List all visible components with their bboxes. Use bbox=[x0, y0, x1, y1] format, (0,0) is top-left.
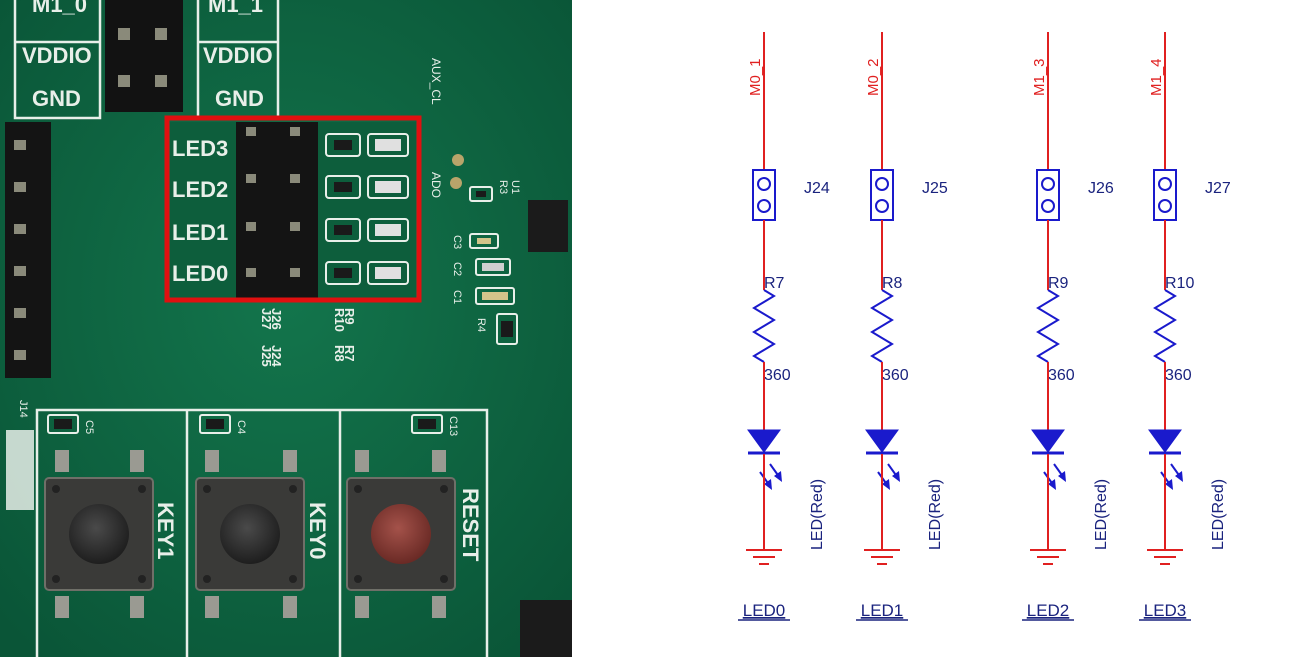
r3-label: R3 bbox=[497, 180, 509, 194]
net-label: M1_3 bbox=[1031, 58, 1048, 96]
r4-label: R4 bbox=[475, 318, 487, 332]
led-net-label: LED0 bbox=[743, 601, 786, 620]
ref-r9: R9 bbox=[342, 308, 357, 325]
led1-silk: LED1 bbox=[172, 220, 228, 245]
key1-button[interactable]: C5 KEY1 bbox=[44, 414, 178, 618]
led-type-label: LED(Red) bbox=[927, 479, 944, 550]
led-net-label: LED3 bbox=[1144, 601, 1187, 620]
resistor-icon bbox=[1036, 289, 1060, 363]
led2-silk: LED2 bbox=[172, 177, 228, 202]
gnd-label-right: GND bbox=[215, 86, 264, 111]
resistor-icon bbox=[870, 289, 894, 363]
smd-row-1 bbox=[325, 218, 409, 242]
c5-label: C5 bbox=[83, 420, 95, 434]
pcb-photo-svg: M1_0 VDDIO GND M1_1 VDDIO GND J14 LED3 L… bbox=[0, 0, 572, 662]
c2-label: C2 bbox=[451, 262, 463, 276]
resistor-value: 360 bbox=[764, 367, 791, 384]
tactile-button-icon bbox=[220, 504, 280, 564]
net-label: M0_2 bbox=[865, 58, 882, 96]
c13-label: C13 bbox=[447, 416, 459, 436]
led-net-label: LED1 bbox=[861, 601, 904, 620]
smd-row-3 bbox=[325, 133, 409, 157]
resistor-label: R7 bbox=[764, 275, 785, 292]
pcb-photo: M1_0 VDDIO GND M1_1 VDDIO GND J14 LED3 L… bbox=[0, 0, 572, 662]
tactile-button-icon bbox=[69, 504, 129, 564]
resistor-label: R10 bbox=[1165, 275, 1194, 292]
led-diode-icon bbox=[865, 429, 900, 490]
jumper-label: J25 bbox=[922, 180, 948, 197]
u1-label: U1 bbox=[509, 180, 521, 194]
smd-row-2 bbox=[325, 175, 409, 199]
gnd-label-left: GND bbox=[32, 86, 81, 111]
ground-icon bbox=[864, 549, 900, 565]
key1-label: KEY1 bbox=[153, 502, 178, 559]
ref-r7: R7 bbox=[342, 345, 357, 362]
ref-j27: J27 bbox=[259, 308, 274, 330]
key0-button[interactable]: C4 KEY0 bbox=[195, 414, 330, 618]
ground-icon bbox=[746, 549, 782, 565]
resistor-label: R9 bbox=[1048, 275, 1069, 292]
led-diode-icon bbox=[747, 429, 782, 490]
c3-label: C3 bbox=[451, 235, 463, 249]
vddio-label-left: VDDIO bbox=[22, 43, 92, 68]
reset-label: RESET bbox=[458, 488, 483, 562]
ref-r10: R10 bbox=[332, 308, 347, 332]
vddio-label-right: VDDIO bbox=[203, 43, 273, 68]
ref-j24: J24 bbox=[269, 345, 284, 367]
top-silk-text: M1_0 VDDIO GND M1_1 VDDIO GND bbox=[22, 0, 273, 111]
jumper-label: J24 bbox=[804, 180, 830, 197]
ado-label: ADO bbox=[429, 172, 443, 198]
top-pin-header bbox=[105, 0, 183, 112]
jumper-label: J27 bbox=[1205, 180, 1231, 197]
ground-icon bbox=[1030, 549, 1066, 565]
resistor-value: 360 bbox=[882, 367, 909, 384]
button-silk-frames bbox=[35, 408, 489, 662]
led-type-label: LED(Red) bbox=[1093, 479, 1110, 550]
ref-j26: J26 bbox=[269, 308, 284, 330]
led3-silk: LED3 bbox=[172, 136, 228, 161]
c4-label: C4 bbox=[235, 420, 247, 434]
jumper-label: J26 bbox=[1088, 180, 1114, 197]
ground-icon bbox=[1147, 549, 1183, 565]
led0-silk: LED0 bbox=[172, 261, 228, 286]
key0-label: KEY0 bbox=[305, 502, 330, 559]
resistor-value: 360 bbox=[1048, 367, 1075, 384]
bottom-right-component bbox=[520, 600, 572, 657]
resistor-label: R8 bbox=[882, 275, 903, 292]
m1-0-label: M1_0 bbox=[32, 0, 87, 17]
smd-row-0 bbox=[325, 261, 409, 285]
c1-label: C1 bbox=[451, 290, 463, 304]
m1-1-label: M1_1 bbox=[208, 0, 263, 17]
ref-labels: J27 J26 J25 J24 R10 R9 R8 R7 bbox=[259, 308, 357, 367]
reset-button[interactable]: C13 RESET bbox=[346, 414, 483, 618]
ref-j25: J25 bbox=[259, 345, 274, 367]
right-side-parts: AUX_CL ADO R3 U1 C3 C2 C1 R4 bbox=[429, 58, 568, 345]
j14-label: J14 bbox=[17, 400, 29, 418]
led-silk-labels: LED3 LED2 LED1 LED0 bbox=[172, 136, 228, 286]
tactile-button-icon bbox=[371, 504, 431, 564]
resistor-value: 360 bbox=[1165, 367, 1192, 384]
led-type-label: LED(Red) bbox=[809, 479, 826, 550]
ic-chip bbox=[528, 200, 568, 252]
net-label: M1_4 bbox=[1148, 58, 1165, 96]
left-pin-header: J14 bbox=[5, 122, 51, 418]
mxm-logo bbox=[6, 430, 34, 510]
led-net-label: LED2 bbox=[1027, 601, 1070, 620]
resistor-icon bbox=[752, 289, 776, 363]
led-diode-icon bbox=[1031, 429, 1066, 490]
led-type-label: LED(Red) bbox=[1210, 479, 1227, 550]
highlight-box bbox=[164, 115, 422, 303]
net-label: M0_1 bbox=[747, 58, 764, 96]
aux-cl-label: AUX_CL bbox=[429, 58, 443, 105]
resistor-icon bbox=[1153, 289, 1177, 363]
ref-r8: R8 bbox=[332, 345, 347, 362]
led-block: LED3 LED2 LED1 LED0 bbox=[170, 122, 416, 300]
